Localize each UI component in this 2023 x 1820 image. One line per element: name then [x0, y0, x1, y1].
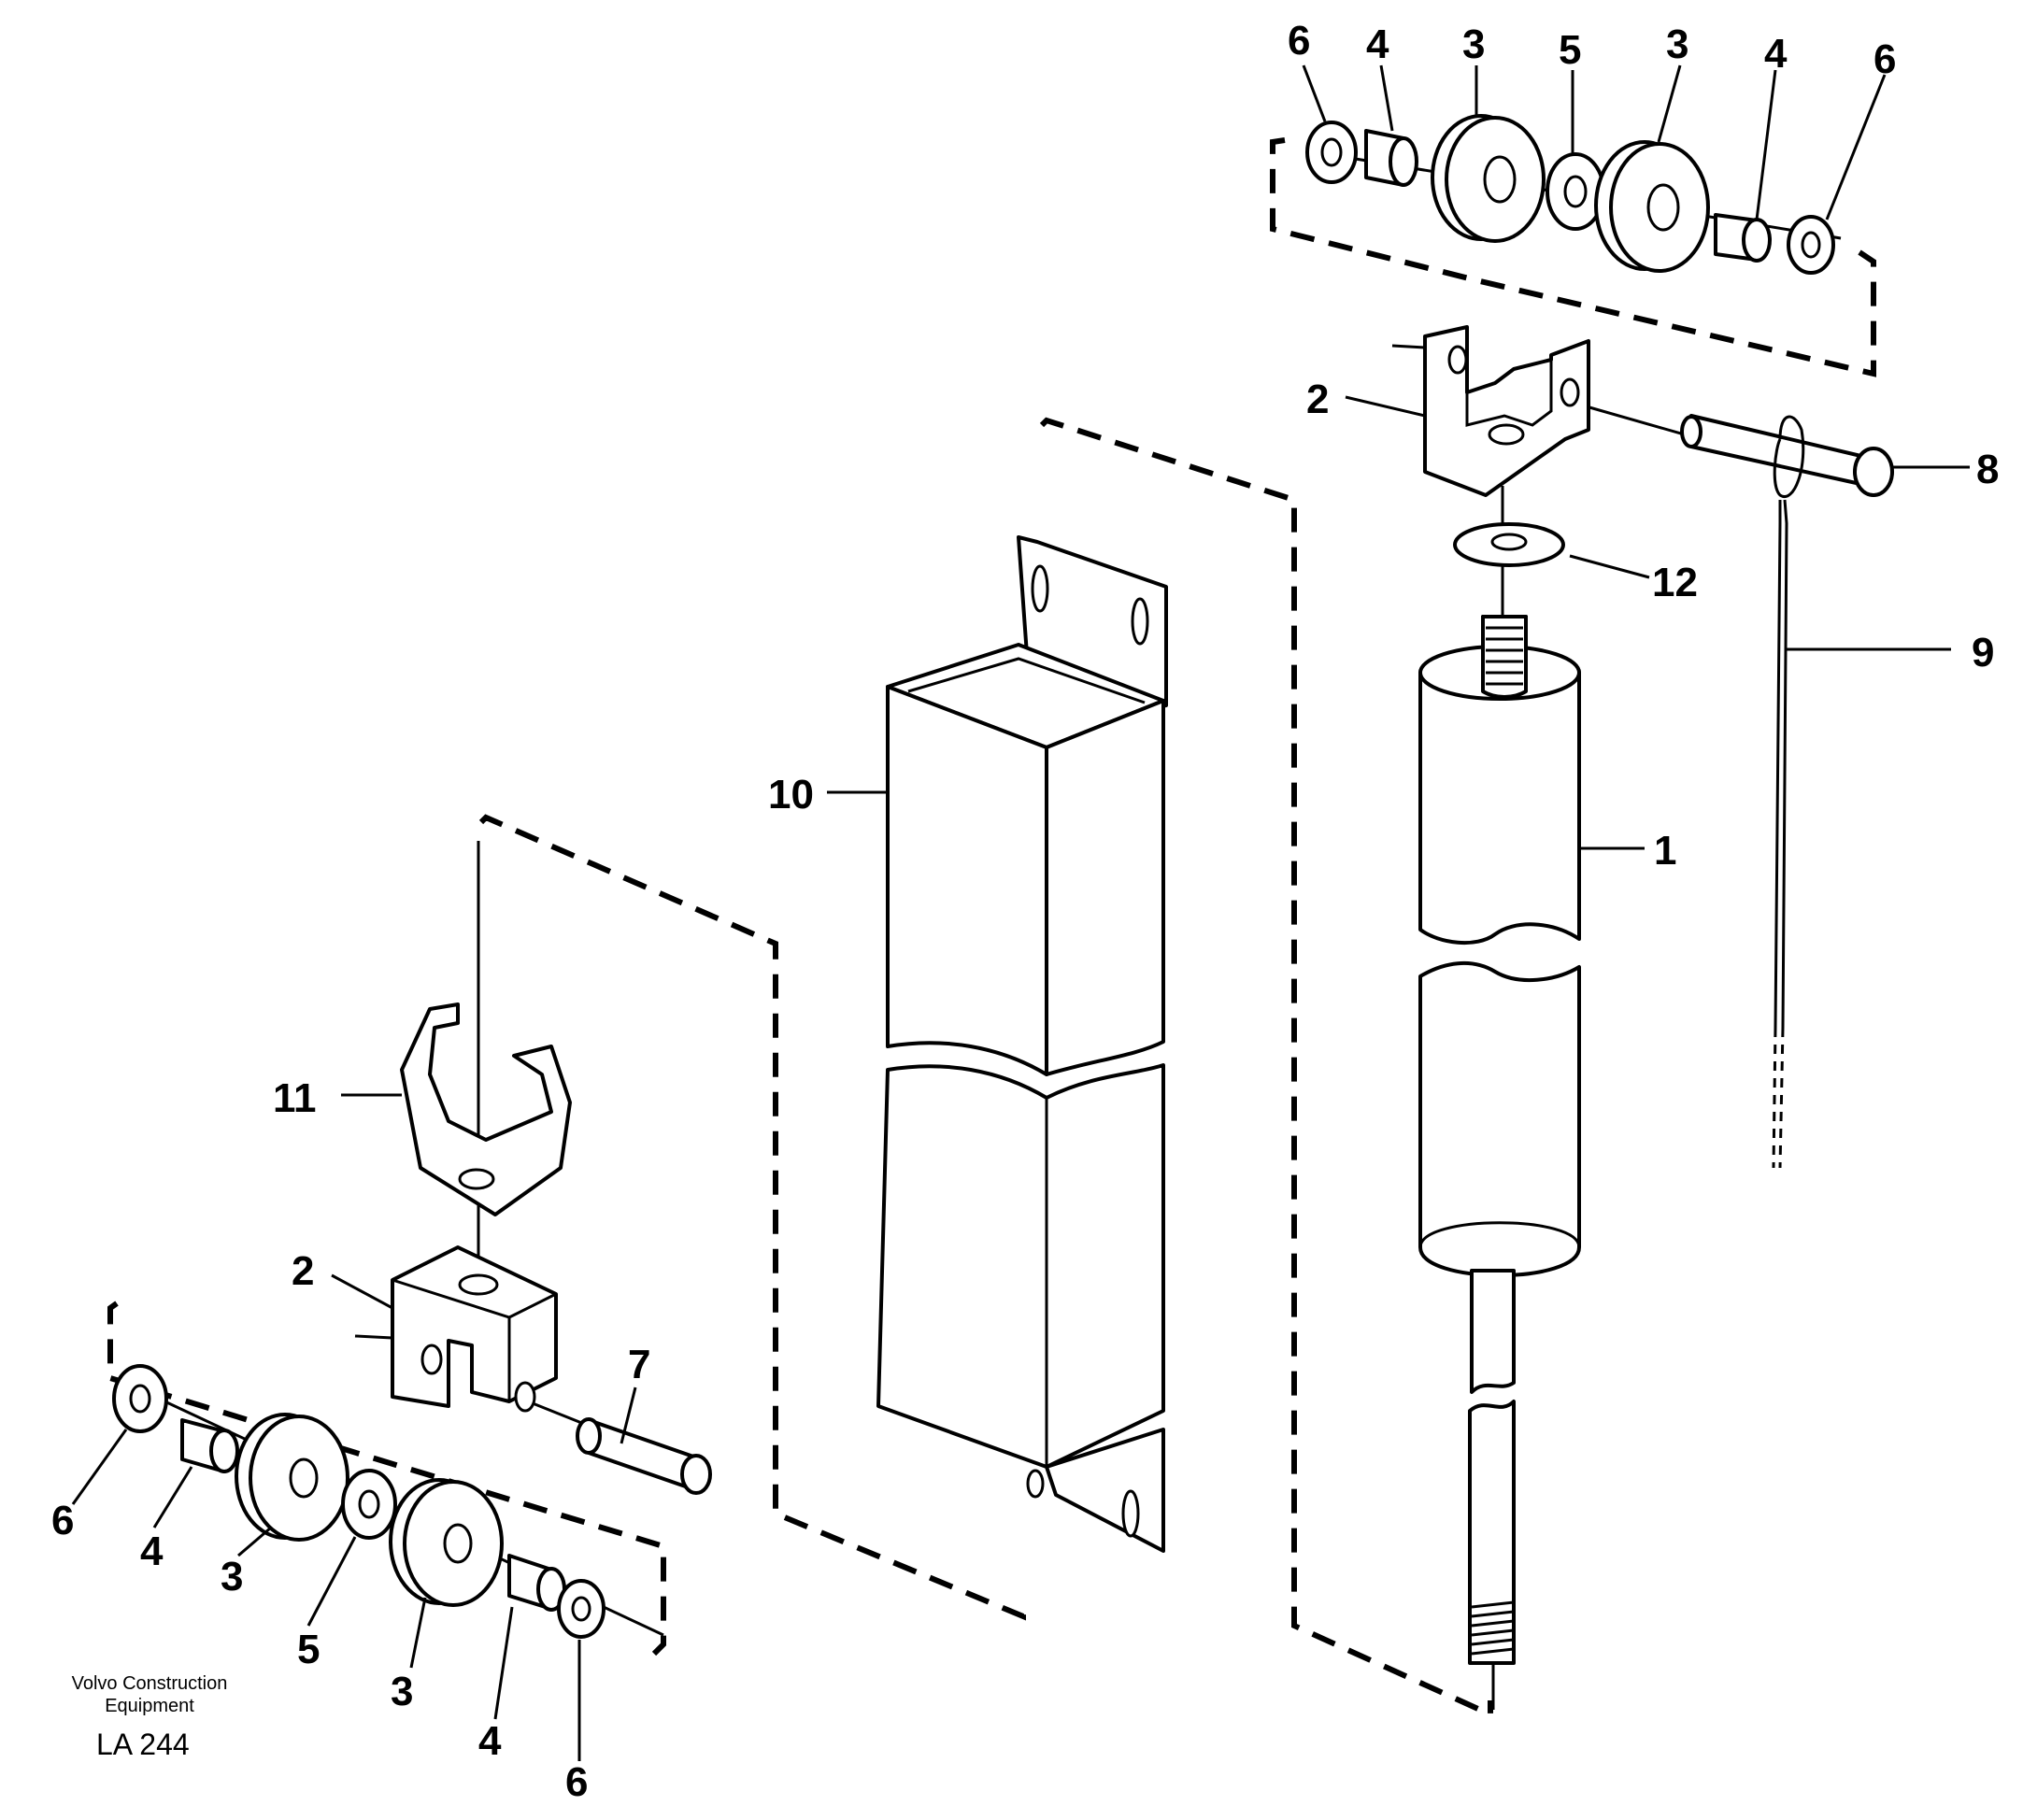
callout-bottom-4-right: 4	[478, 1718, 502, 1764]
top-roller-set	[1305, 114, 1835, 275]
washer-5-bottom	[341, 1469, 397, 1540]
bushing-4-top-right	[1714, 213, 1772, 263]
washer-6-top-left	[1305, 121, 1358, 184]
callout-top-3-right: 3	[1666, 21, 1688, 67]
assembly-line-left	[478, 814, 1026, 1621]
bracket-2-right	[1391, 325, 1590, 497]
bracket-2-left	[354, 1245, 558, 1413]
callout-bottom-3-right: 3	[391, 1669, 413, 1714]
bushing-4-top-left	[1364, 129, 1418, 187]
callout-top-4-right: 4	[1764, 31, 1788, 77]
leader-lines	[71, 64, 1970, 1761]
callout-bottom-5: 5	[297, 1627, 320, 1672]
caption-block: Volvo Construction Equipment LA 244	[72, 1673, 228, 1761]
callout-top-6-left: 6	[1288, 18, 1310, 64]
assembly-line-center	[1039, 417, 1493, 1719]
assembly-line-bottom	[107, 1301, 666, 1656]
callout-middle-10: 10	[768, 772, 814, 818]
callout-bottom-6-left: 6	[51, 1498, 74, 1543]
washer-6-top-right	[1787, 215, 1835, 275]
callout-right-2: 2	[1306, 377, 1329, 422]
pin-8	[1680, 414, 1894, 499]
callout-right-12: 12	[1652, 560, 1698, 605]
callout-left-2: 2	[292, 1248, 314, 1294]
bottom-roller-set	[112, 1364, 605, 1639]
washer-6-bottom-right	[557, 1579, 605, 1639]
callout-right-9: 9	[1972, 630, 1994, 675]
bushing-4-bottom-right	[507, 1554, 566, 1612]
callout-top-5: 5	[1559, 27, 1581, 73]
caption-company-line2: Equipment	[105, 1696, 194, 1716]
assembly-line-top	[1270, 137, 1876, 377]
callout-bottom-6-right: 6	[565, 1759, 588, 1805]
callout-right-8: 8	[1976, 447, 1999, 492]
caption-drawing-code: LA 244	[96, 1728, 190, 1761]
cylinder-1	[1418, 615, 1581, 1665]
sheave-3-bottom-left	[235, 1413, 349, 1542]
callout-top-6-right: 6	[1873, 36, 1896, 82]
bracket-2-hole-left	[1447, 345, 1468, 375]
bracket-2-hole-right	[1560, 377, 1580, 407]
cable-9	[1772, 499, 1788, 1169]
bushing-4-bottom-left	[180, 1418, 239, 1473]
callout-top-4-left: 4	[1366, 21, 1389, 67]
housing-10	[876, 535, 1168, 1553]
sheave-3-bottom-right	[389, 1478, 504, 1607]
axis-line-right-pin	[1569, 400, 1702, 441]
callout-right-1: 1	[1654, 828, 1676, 874]
washer-12	[1453, 522, 1565, 567]
sheave-3-top-left	[1431, 114, 1546, 243]
sheave-3-top-right	[1594, 140, 1710, 273]
callout-left-11: 11	[273, 1075, 317, 1121]
callout-bottom-3-left: 3	[221, 1554, 243, 1600]
callout-top-3-left: 3	[1462, 21, 1485, 67]
bracket-11	[400, 1002, 572, 1216]
pin-7	[576, 1417, 712, 1495]
bracket-2-hole-bottom	[1488, 423, 1525, 446]
callout-labels: 6 4 3 5 3 4 6 2 8 12 9 1 10 11 2 7 6 4 3…	[51, 18, 1999, 1805]
caption-company: Volvo Construction	[72, 1673, 228, 1694]
callout-left-7: 7	[628, 1342, 650, 1387]
washer-6-bottom-left	[112, 1364, 168, 1433]
callout-bottom-4-left: 4	[140, 1529, 164, 1574]
